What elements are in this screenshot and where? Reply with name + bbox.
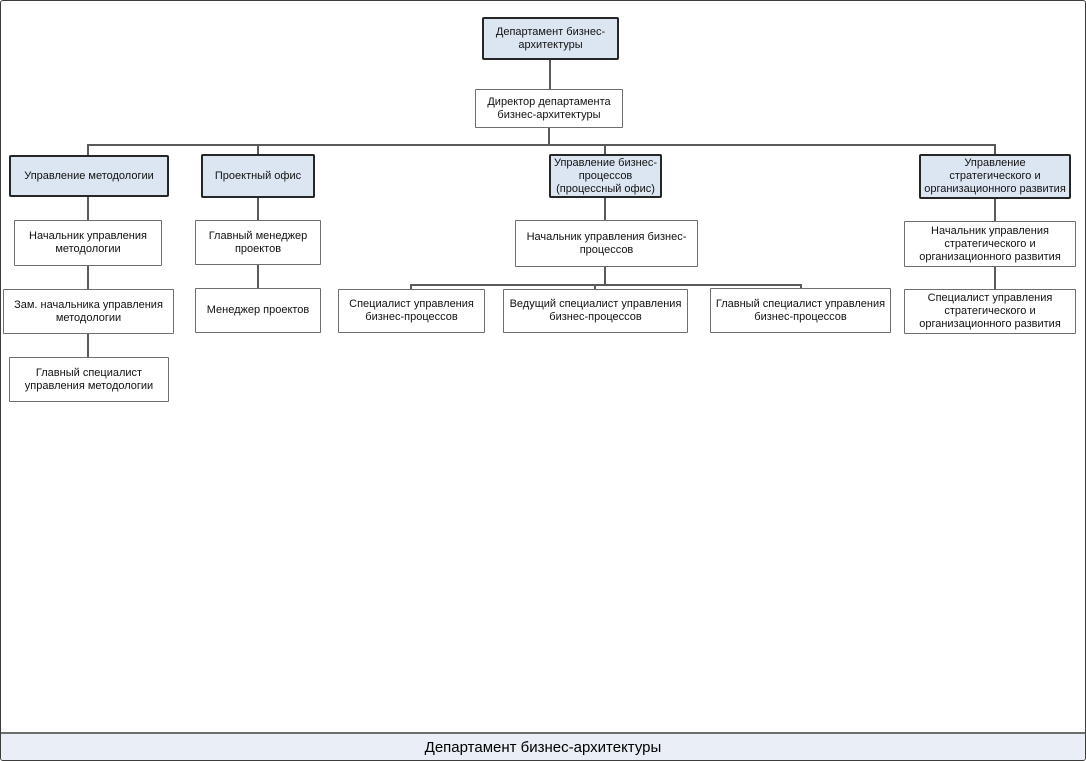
node-chief-specialist-business-processes[interactable]: Главный специалист управления бизнес-про… [710,288,891,333]
node-head-business-processes[interactable]: Начальник управления бизнес-процессов [515,220,698,267]
node-specialist-business-processes[interactable]: Специалист управления бизнес-процессов [338,289,485,333]
connector-line [548,128,550,144]
node-head-strategic-development[interactable]: Начальник управления стратегического и о… [904,221,1076,267]
connector-line [994,146,996,154]
connector-line [604,146,606,154]
connector-line [410,286,412,290]
connector-line [994,267,996,289]
connector-line [410,284,802,286]
node-chief-specialist-methodology[interactable]: Главный специалист управления методологи… [9,357,169,402]
connector-line [604,267,606,285]
node-unit-methodology[interactable]: Управление методологии [9,155,169,197]
connector-line [257,146,259,154]
node-lead-specialist-business-processes[interactable]: Ведущий специалист управления бизнес-про… [503,289,688,333]
connector-line [549,60,551,89]
connector-line [87,144,996,146]
connector-line [87,334,89,357]
node-department-root[interactable]: Департамент бизнес-архитектуры [482,17,619,60]
connector-line [594,286,596,290]
connector-line [800,286,802,289]
footer-title-bar: Департамент бизнес-архитектуры [1,732,1085,760]
node-head-methodology[interactable]: Начальник управления методологии [14,220,162,266]
node-unit-strategic-development[interactable]: Управление стратегического и организацио… [919,154,1071,199]
node-specialist-strategic-development[interactable]: Специалист управления стратегического и … [904,289,1076,334]
diagram-title: Департамент бизнес-архитектуры [424,738,662,756]
connector-line [257,265,259,288]
connector-line [994,199,996,221]
node-deputy-head-methodology[interactable]: Зам. начальника управления методологии [3,289,174,334]
node-unit-business-processes[interactable]: Управление бизнес-процессов (процессный … [549,154,662,198]
node-project-manager[interactable]: Менеджер проектов [195,288,321,333]
connector-line [604,198,606,220]
connector-line [87,197,89,220]
node-chief-project-manager[interactable]: Главный менеджер проектов [195,220,321,265]
connector-line [87,266,89,289]
node-director[interactable]: Директор департамента бизнес-архитектуры [475,89,623,128]
connector-line [257,198,259,220]
node-unit-project-office[interactable]: Проектный офис [201,154,315,198]
connector-line [87,146,89,155]
